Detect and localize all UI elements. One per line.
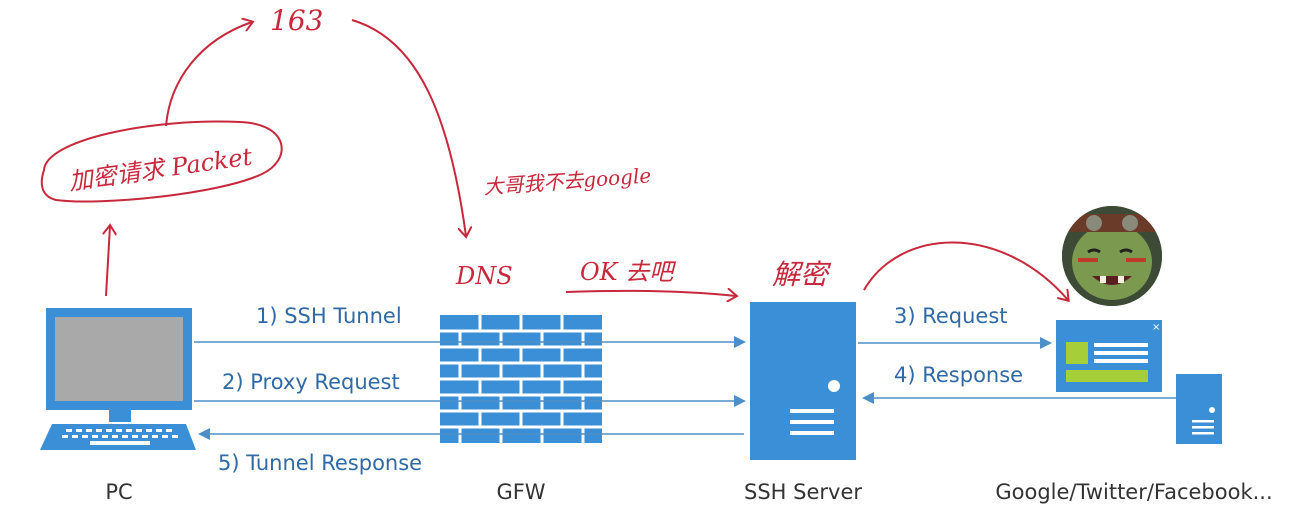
- number-163-note: 163: [270, 4, 323, 37]
- goblin-avatar-icon: [1062, 206, 1162, 306]
- encrypted-packet-note: 加密请求 Packet: [67, 142, 254, 196]
- tunnel-response-label: 5) Tunnel Response: [218, 451, 422, 475]
- server-tower-icon: [750, 302, 856, 460]
- brick-firewall-icon: [440, 315, 602, 443]
- pc-label: PC: [105, 480, 132, 504]
- not-google-note: 大哥我不去google: [483, 163, 652, 199]
- browser-window-icon: ×: [1056, 320, 1162, 392]
- pc-icon: [40, 308, 196, 450]
- gfw-label: GFW: [496, 480, 545, 504]
- ssh-server-label: SSH Server: [744, 480, 862, 504]
- destinations-label: Google/Twitter/Facebook...: [995, 480, 1272, 504]
- ok-go-note: OK 去吧: [580, 258, 676, 286]
- dns-note: DNS: [455, 262, 513, 290]
- svg-text:×: ×: [1152, 322, 1160, 333]
- request-label: 3) Request: [894, 304, 1008, 328]
- ssh-tunnel-label: 1) SSH Tunnel: [256, 304, 402, 328]
- server-small-icon: [1176, 374, 1222, 444]
- response-label: 4) Response: [894, 363, 1023, 387]
- decrypt-note: 解密: [772, 258, 832, 291]
- handwritten-annotations: [40, 20, 1068, 300]
- connection-lines: [194, 336, 1176, 440]
- proxy-request-label: 2) Proxy Request: [222, 370, 400, 394]
